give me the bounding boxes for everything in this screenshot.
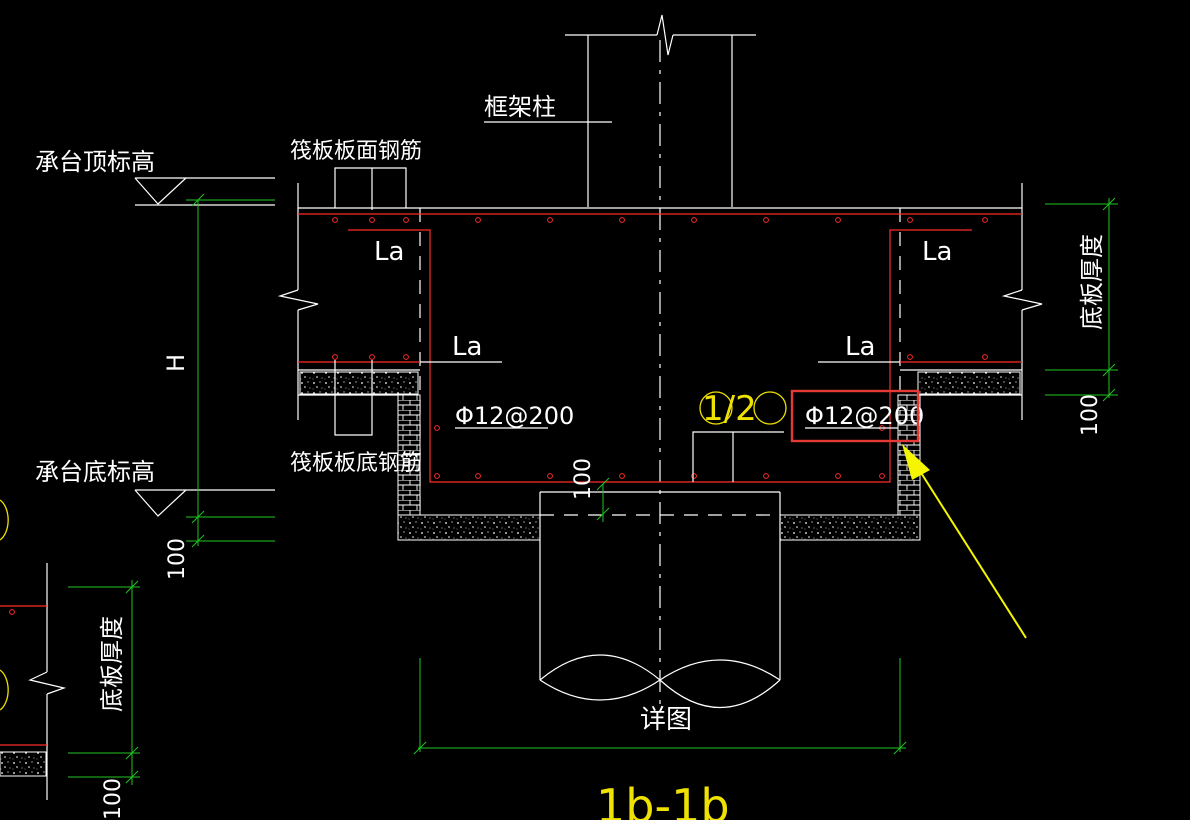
cushion-right — [917, 371, 1021, 395]
ratio-label: 1/2 — [702, 389, 757, 429]
raft-top-bar-leader — [334, 167, 407, 210]
rebar-dot — [763, 217, 769, 223]
rebar-dot — [907, 354, 913, 360]
detail-label: 详图 — [640, 705, 692, 735]
rebar-spec-left: Φ12@200 — [455, 402, 574, 430]
rebar — [298, 213, 1022, 483]
rebar-spec-right: Φ12@200 — [805, 402, 924, 430]
dimension-bottom-overall — [413, 658, 907, 755]
dimension-100-left: 100 — [165, 538, 190, 580]
rebar-dot — [763, 473, 769, 479]
rebar-dot — [403, 217, 409, 223]
rebar-dot — [835, 217, 841, 223]
bottom-thickness-label-left: 底板厚度 — [98, 616, 126, 712]
rebar-dot — [982, 354, 988, 360]
la-label-top-left: La — [374, 237, 404, 267]
cap-bottom-elevation-mark — [134, 489, 275, 517]
rebar-dot — [835, 473, 841, 479]
rebar-dot — [332, 217, 338, 223]
cap-bottom-elevation-label: 承台底标高 — [35, 458, 155, 486]
rebar-dot — [907, 217, 913, 223]
cushion-bottom — [397, 514, 921, 541]
la-label-mid-right: La — [845, 332, 875, 362]
cap-top-elevation-label: 承台顶标高 — [35, 148, 155, 176]
bottom-thickness-label-right: 底板厚度 — [1078, 234, 1106, 330]
rebar-dot — [879, 473, 885, 479]
dimension-h-label: H — [162, 354, 190, 372]
left-partial-detail — [0, 499, 140, 800]
section-title: 1b-1b — [596, 779, 730, 820]
cap-top-elevation-mark — [134, 177, 275, 206]
rebar-dot — [547, 217, 553, 223]
raft-top-bar-label: 筏板板面钢筋 — [290, 139, 422, 164]
la-label-mid-left: La — [452, 332, 482, 362]
rebar-dot — [369, 217, 375, 223]
rebar-dot — [434, 425, 440, 431]
highlight-box — [790, 389, 920, 443]
rebar-dot — [434, 473, 440, 479]
dimension-100-right: 100 — [1078, 394, 1103, 436]
rebar-dots — [9, 217, 988, 615]
pile — [539, 491, 781, 708]
rebar-dot — [691, 217, 697, 223]
rebar-dot — [475, 217, 481, 223]
rebar-dot — [547, 473, 553, 479]
frame-column — [565, 14, 756, 207]
la-label-top-right: La — [922, 237, 952, 267]
cushion-left — [299, 371, 419, 395]
yellow-arrow — [902, 444, 1027, 639]
rebar-dot — [982, 217, 988, 223]
dimension-100-bottom-left: 100 — [101, 778, 126, 820]
raft-bottom-bar-leader — [334, 360, 373, 436]
dimension-100-center — [596, 477, 610, 522]
dimension-100-center-label: 100 — [571, 458, 596, 500]
rebar-dot — [369, 354, 375, 360]
rebar-dot — [691, 473, 697, 479]
raft-bottom-bar-label: 筏板板底钢筋 — [290, 451, 422, 476]
rebar-dot — [332, 354, 338, 360]
ratio-marker — [692, 391, 787, 482]
rebar-dot — [619, 217, 625, 223]
rebar-dot — [403, 354, 409, 360]
rebar-dot — [475, 473, 481, 479]
dimension-bottom-thickness-right — [1045, 197, 1118, 402]
column-label: 框架柱 — [484, 93, 556, 121]
rebar-dot — [619, 473, 625, 479]
dimension-h — [186, 193, 275, 548]
rebar-dot — [9, 609, 15, 615]
